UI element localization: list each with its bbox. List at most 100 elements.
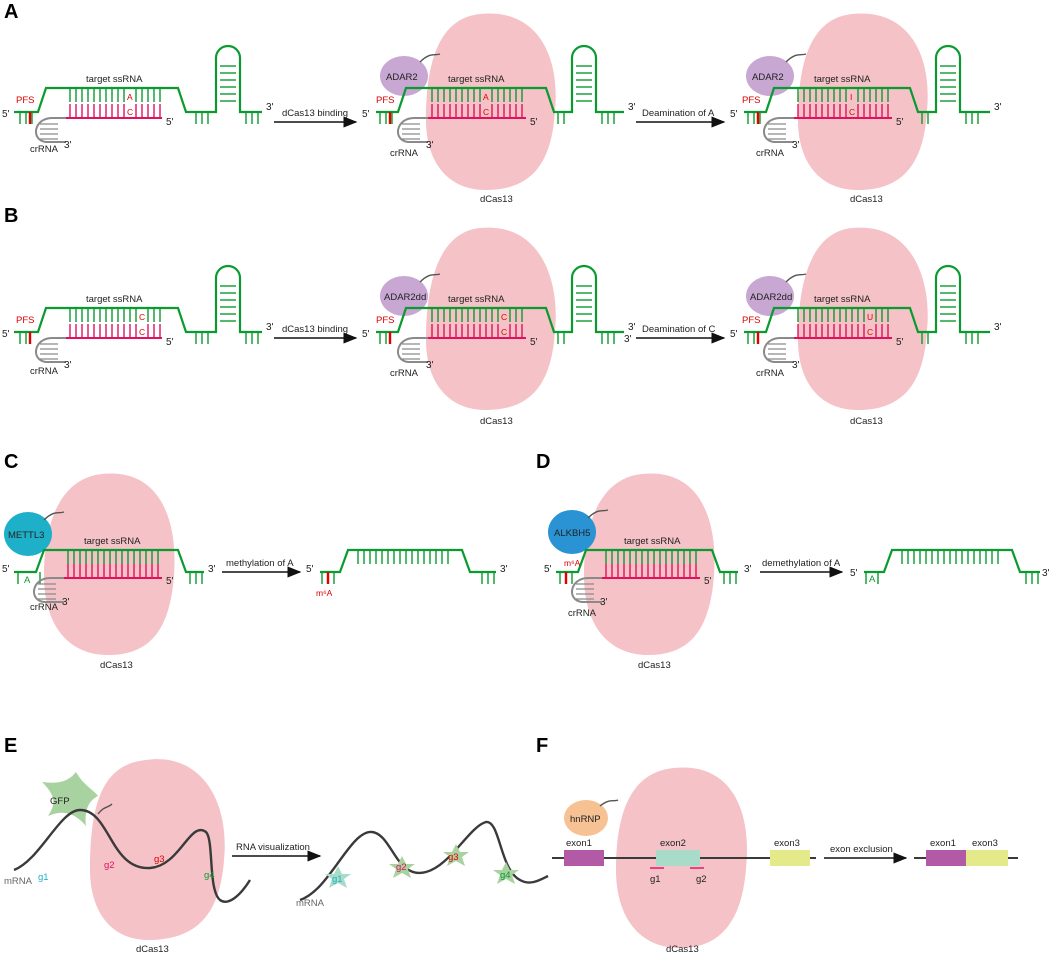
dcas13-protein [584,473,715,655]
dcas13-protein [798,227,928,410]
mrna-strand [299,820,549,902]
dcas13-protein [426,13,556,190]
a-free-complex: A C target ssRNA PFS 5' 3' 5' 3' crRNA [2,44,274,155]
target-label: target ssRNA [814,74,871,85]
exon3-block [770,850,810,866]
mettl3-enzyme [4,512,52,556]
target-label: target ssRNA [624,536,681,547]
f-spliced-mrna: exon1 exon3 [914,838,1018,866]
exon2-block [656,850,700,866]
crrna-label: crRNA [30,366,59,377]
exon3-label: exon3 [774,838,800,849]
a-edited-complex: ADAR2 I C target ssRNA PFS 5' 3' 5' 3' c… [730,13,1002,205]
step-demethyl-label: demethylation of A [762,558,841,569]
three-prime: 3' [64,360,72,371]
target-base-c: C [501,312,507,322]
adar2dd-enzyme [746,276,794,316]
dcas13-label: dCas13 [638,660,671,671]
m6a-label: m⁶A [316,588,333,598]
target-base-a: A [483,92,489,102]
pfs-label: PFS [376,315,394,326]
guide-g3: g3 [154,854,165,865]
target-label: target ssRNA [448,294,505,305]
f-splicing-complex: hnRNP exon1 exon2 exon3 g1 g2 dCas13 [552,767,816,955]
adar2-label: ADAR2 [752,72,784,83]
panel-label-c: C [4,451,18,473]
rna-stem-ticks [19,65,259,124]
fluorescent-star-icon [389,856,415,878]
five-prime: 5' [166,117,174,128]
crrna-strand [35,104,162,143]
three-prime: 3' [208,564,216,575]
e-visualized-mrna: g1 g2 g3 g4 mRNA [296,820,549,909]
step-deam-c-label: Deamination of C [642,324,716,335]
three-prime: 3' [62,597,70,608]
dcas13-label: dCas13 [136,944,169,955]
three-prime: 3' [1042,568,1050,579]
five-prime: 5' [544,564,552,575]
pfs-label: PFS [16,95,34,106]
pfs-label: PFS [376,95,394,106]
guide-base-c: C [867,327,873,337]
crrna-label: crRNA [756,368,785,379]
five-prime: 5' [530,117,538,128]
step-binding-label: dCas13 binding [282,108,348,119]
guide-g2: g2 [696,874,707,885]
exon1-block [564,850,604,866]
target-label: target ssRNA [86,294,143,305]
crrna-label: crRNA [390,148,419,159]
dcas13-label: dCas13 [480,194,513,205]
crrna-label: crRNA [390,368,419,379]
three-prime: 3' [628,102,636,113]
panel-label-f: F [536,735,548,757]
guide-base-c: C [483,107,489,117]
a-bound-complex: ADAR2 A C target ssRNA PFS 5' 3' 5' 3' c… [362,13,636,205]
guide-base-c: C [127,107,133,117]
d-bound-complex: ALKBH5 m⁶A target ssRNA 5' 3' 5' 3' crRN… [544,473,752,671]
target-label: target ssRNA [814,294,871,305]
dcas13-protein [90,759,225,940]
panel-label-b: B [4,205,18,227]
guide-g1: g1 [650,874,661,885]
five-prime: 5' [362,109,370,120]
hnrnp-protein [564,800,608,836]
five-prime: 5' [730,329,738,340]
guide-base-c: C [849,107,855,117]
five-prime: 5' [704,576,712,587]
dcas13-protein [44,473,175,655]
exon3-block [966,850,1008,866]
exon2-label: exon2 [660,838,686,849]
exon1-label: exon1 [930,838,956,849]
alkbh5-label: ALKBH5 [554,528,590,539]
five-prime: 5' [730,109,738,120]
step-deam-a-label: Deamination of A [642,108,715,119]
mrna-strand [13,808,252,903]
five-prime: 5' [530,337,538,348]
panel-label-a: A [4,1,18,23]
guide-g4: g4 [500,870,511,881]
guide-g1: g1 [38,872,49,883]
b-free-complex: C C target ssRNA PFS 5' 3' 5' 3' crRNA [2,264,274,377]
three-prime: 3' [624,334,632,345]
adar2-enzyme [746,56,794,96]
edited-base-i: I [850,92,852,102]
step-visual-label: RNA visualization [236,842,310,853]
three-prime: 3' [994,102,1002,113]
pfs-label: PFS [742,315,760,326]
five-prime: 5' [850,568,858,579]
adar2-label: ADAR2 [386,72,418,83]
gfp-protein [42,772,98,826]
guide-g2: g2 [104,860,115,871]
target-base-a: A [127,92,133,102]
five-prime: 5' [166,576,174,587]
three-prime: 3' [628,322,636,333]
five-prime: 5' [2,329,10,340]
dcas13-protein [798,13,928,190]
crrna-label: crRNA [30,602,59,613]
target-label: target ssRNA [86,74,143,85]
adar2dd-label: ADAR2dd [750,292,792,303]
guide-g1: g1 [332,874,343,885]
b-bound-complex: ADAR2dd C C target ssRNA PFS 5' 3' 5' 3'… [362,227,636,427]
three-prime: 3' [500,564,508,575]
